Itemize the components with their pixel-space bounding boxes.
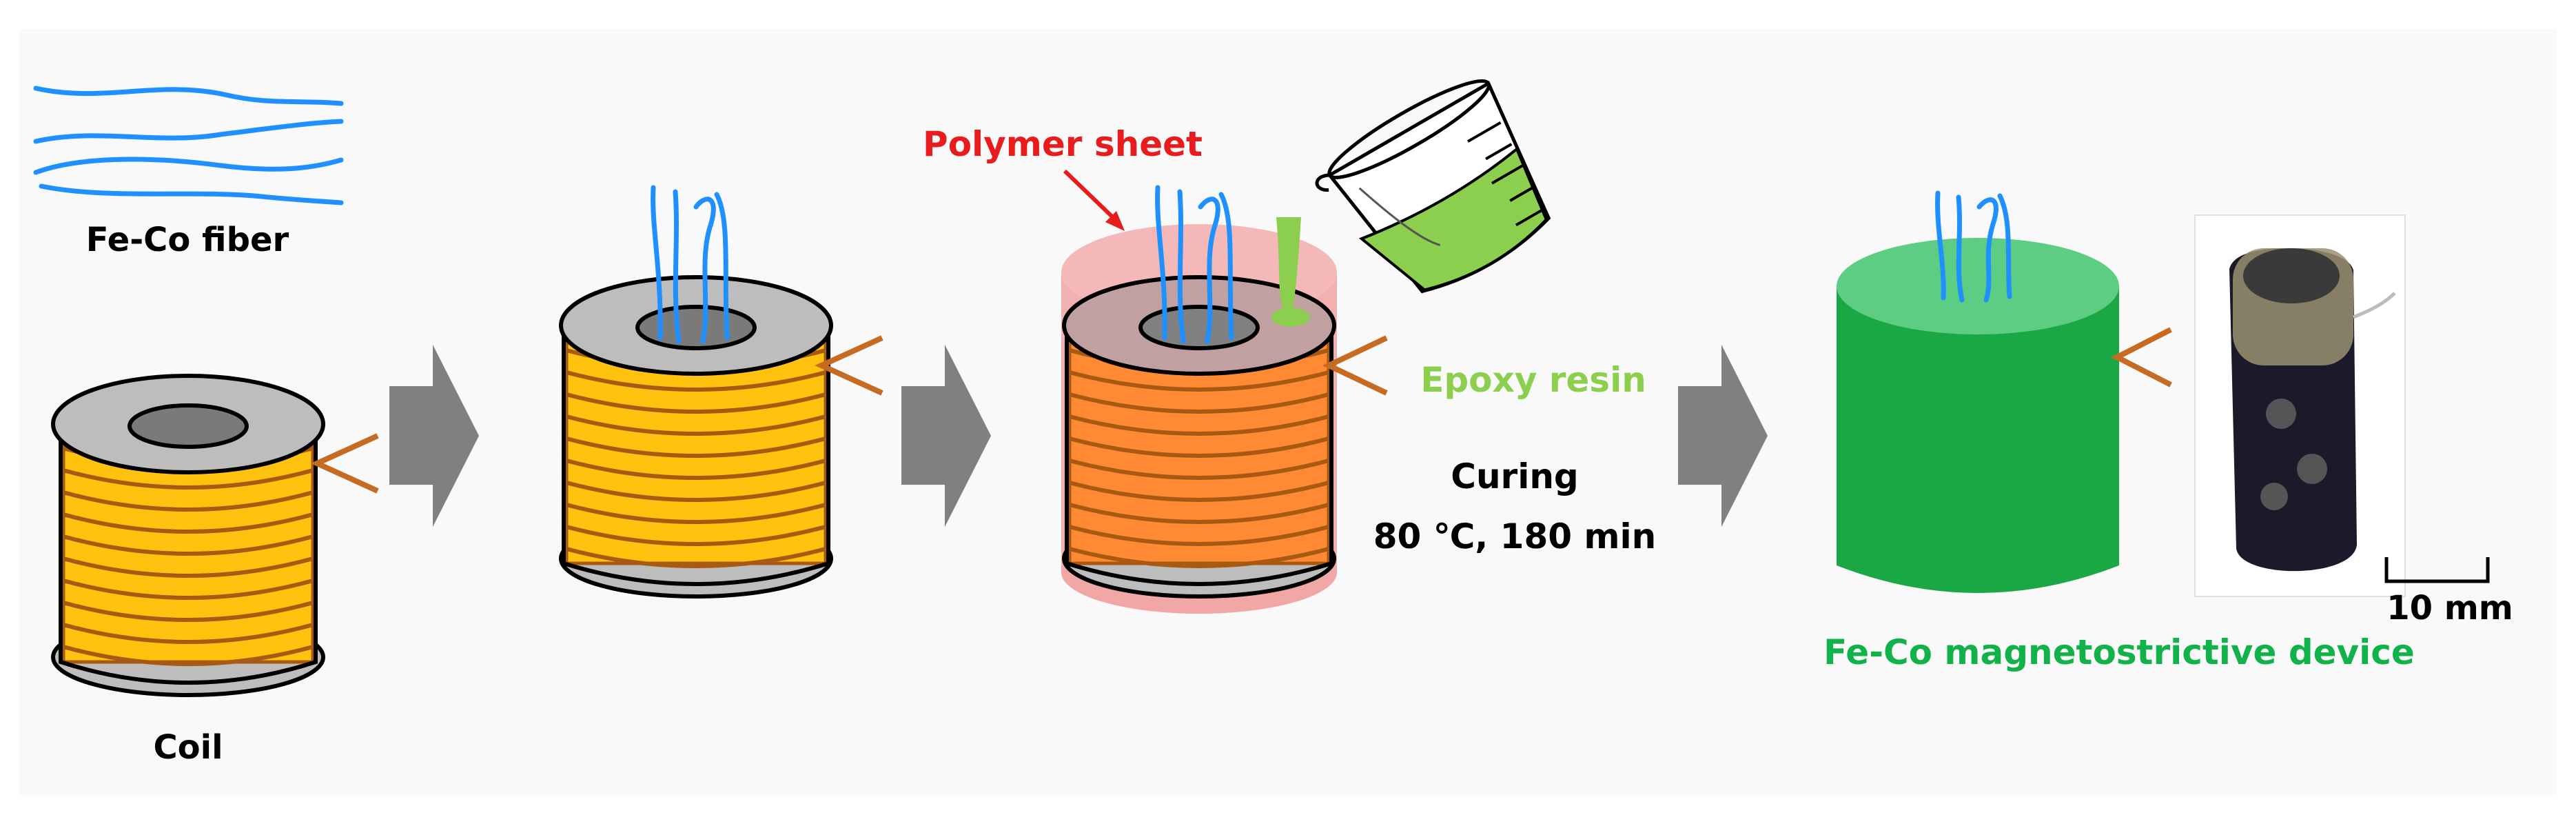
fiber-bundle-icon	[651, 185, 730, 344]
beaker-icon	[1271, 79, 1551, 327]
polymer-sheet-label: Polymer sheet	[923, 124, 1203, 164]
fiber-bundle-icon	[1155, 185, 1234, 344]
curing-conditions-label: 80 ℃, 180 min	[1373, 516, 1657, 556]
fiber-label: Fe-Co fiber	[86, 221, 289, 259]
scale-bar-label: 10 mm	[2386, 589, 2513, 627]
process-arrow-icon	[901, 345, 991, 527]
fe-co-fiber-icon	[33, 86, 344, 205]
curing-label: Curing	[1451, 456, 1578, 496]
coil-with-fibers	[559, 185, 883, 599]
lead-wire-icon	[310, 433, 379, 494]
device-photo	[2194, 214, 2406, 597]
process-arrow-icon	[1678, 345, 1768, 527]
coil-label: Coil	[153, 728, 223, 767]
device-cylinder	[1837, 190, 2172, 593]
epoxy-resin-label: Epoxy resin	[1420, 360, 1646, 400]
lead-wire-icon	[2111, 327, 2172, 388]
lead-wire-icon	[815, 335, 883, 396]
fiber-bundle-icon	[1935, 190, 2012, 303]
coil-in-polymer-sheet	[1061, 169, 1388, 614]
lead-wire-icon	[1322, 335, 1388, 396]
process-arrow-icon	[389, 345, 479, 527]
coil-bare	[51, 374, 379, 697]
device-label: Fe-Co magnetostrictive device	[1823, 632, 2415, 672]
scale-bar-icon	[2384, 557, 2490, 583]
